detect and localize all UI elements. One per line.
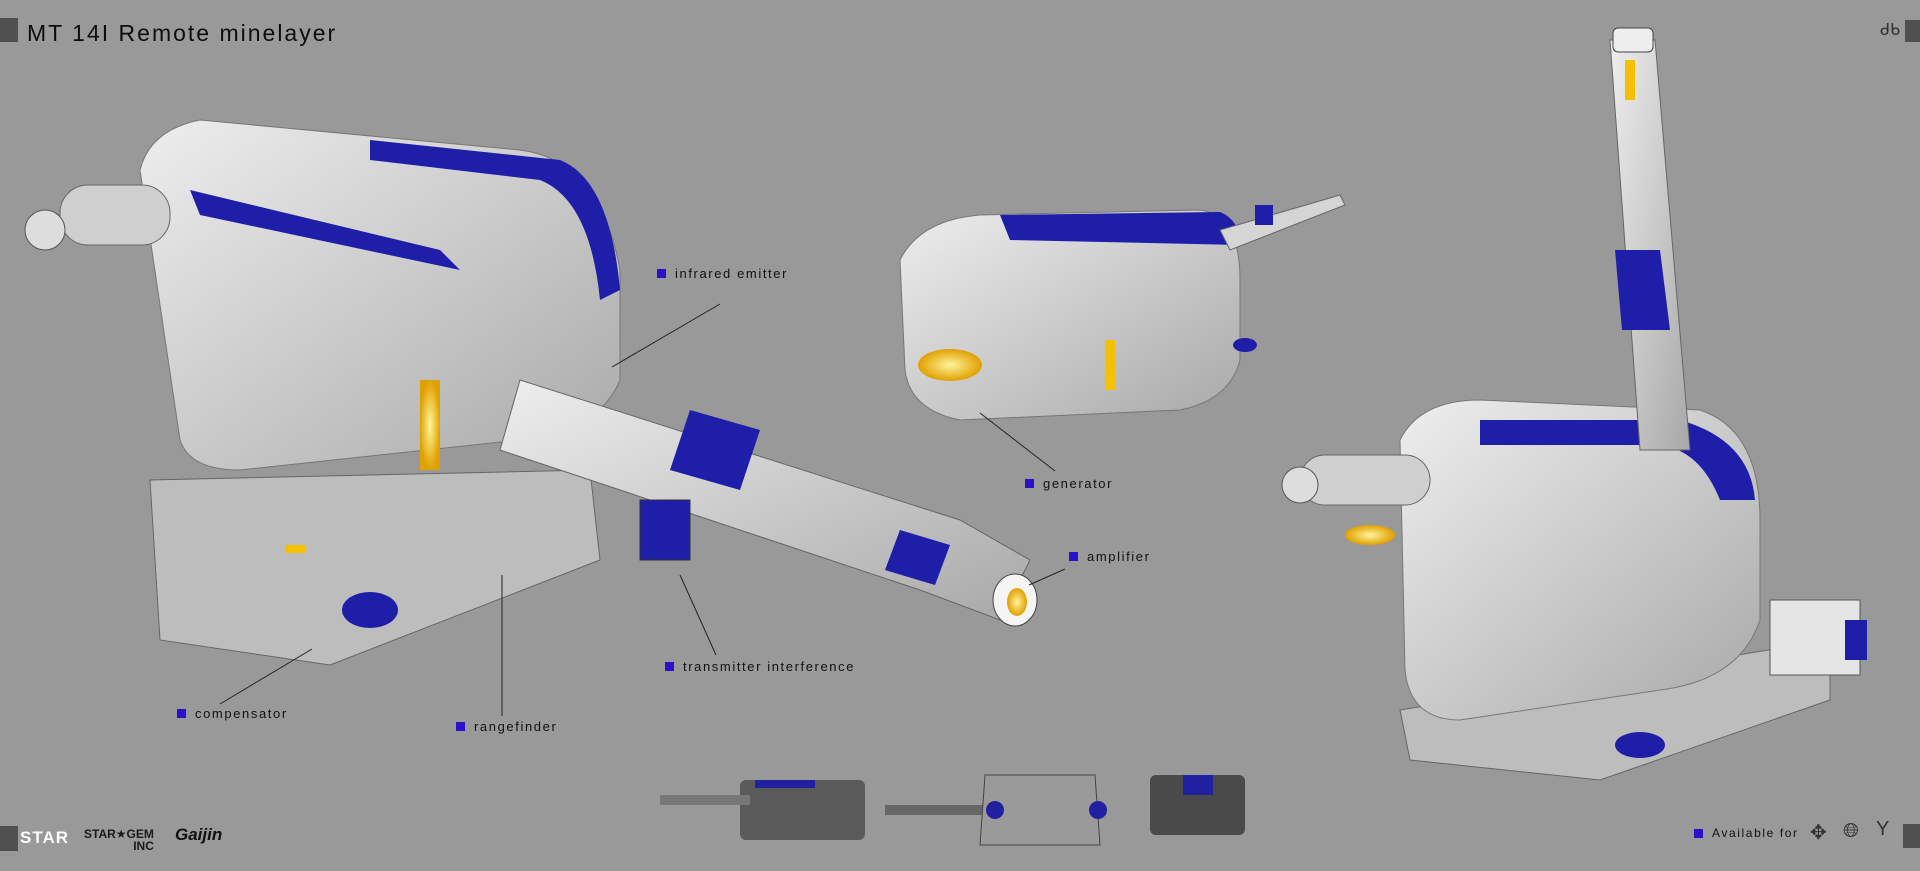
callout-marker [1025, 479, 1034, 488]
thumbnail-front [1150, 775, 1245, 835]
callout-marker [665, 662, 674, 671]
footer-corner-marker [1903, 824, 1920, 848]
corner-marker [1905, 20, 1920, 42]
star-conflict-logo: STAR [20, 828, 70, 847]
callout-infrared-emitter: infrared emitter [657, 266, 788, 281]
footer-marker [0, 826, 18, 851]
title-marker [0, 18, 18, 42]
available-for: Available for [1694, 826, 1799, 840]
callout-marker [1069, 552, 1078, 561]
main-turret-render [24, 119, 1038, 666]
callout-marker [1694, 828, 1703, 838]
eagle-icon: ✥ [1810, 822, 1827, 844]
tri-blade-icon: Y [1876, 818, 1890, 840]
callout-compensator: compensator [177, 706, 288, 721]
callout-marker [657, 269, 666, 278]
callout-generator: generator [1025, 476, 1113, 491]
page-title: MT 14I Remote minelayer [27, 20, 338, 46]
leader-lines [219, 303, 1066, 716]
side-view-render [1281, 27, 1867, 781]
callout-marker [456, 722, 465, 731]
globe-icon: 🌐︎ [1843, 820, 1859, 842]
top-view-render [899, 194, 1346, 421]
callout-transmitter-interference: transmitter interference [665, 659, 855, 674]
gaijin-logo: Gaijin [175, 825, 223, 844]
thumbnail-side [660, 780, 865, 840]
artist-mark-icon: ᑯᑲ [1880, 22, 1901, 39]
thumbnail-top [885, 774, 1107, 846]
callout-rangefinder: rangefinder [456, 719, 557, 734]
callout-amplifier: amplifier [1069, 549, 1151, 564]
callout-marker [177, 709, 186, 718]
